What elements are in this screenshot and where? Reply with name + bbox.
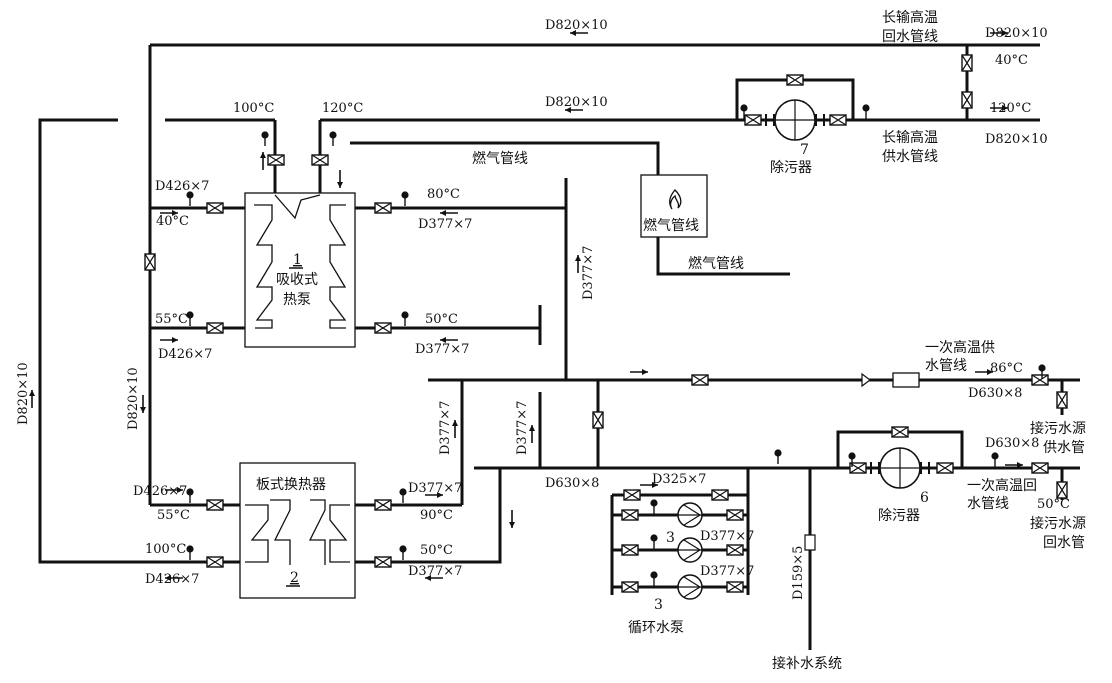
temp-55-hx: 55°C	[157, 508, 190, 523]
gas-line-label-1: 燃气管线	[472, 150, 528, 167]
equipment-numbers: 1 2 3 3 6 7	[290, 142, 929, 613]
decontaminator-7	[765, 99, 825, 141]
temp-120-top: 120°C	[322, 101, 363, 116]
number-1: 1	[293, 252, 302, 268]
label-d820-right-top: D820×10	[985, 26, 1048, 41]
temp-120-right: 120°C	[990, 101, 1031, 116]
label-d820-right-bot: D820×10	[985, 132, 1048, 147]
heat-pump-label-2: 热泵	[283, 292, 311, 308]
sewage-return-label-2: 回水管	[1043, 535, 1085, 551]
number-3a: 3	[666, 530, 675, 546]
label-d426-4: D426×7	[145, 572, 199, 587]
gas-line-label-3: 燃气管线	[688, 255, 744, 272]
temp-40-right: 40°C	[995, 53, 1028, 68]
label-d426-3: D426×7	[133, 484, 187, 499]
temp-55-left: 55°C	[155, 312, 188, 327]
decontaminator-6	[870, 447, 930, 489]
decontaminator-7-label: 除污器	[770, 160, 812, 176]
absorption-heat-pump	[244, 192, 356, 348]
long-return-label-2: 回水管线	[882, 29, 938, 45]
primary-supply-label-1: 一次高温供	[925, 339, 995, 356]
label-d377-3: D377×7	[408, 481, 462, 496]
label-d630-1: D630×8	[545, 476, 599, 491]
sewage-supply-label-1: 接污水源	[1030, 420, 1086, 437]
pump-label: 循环水泵	[628, 620, 684, 636]
primary-return-label-2: 水管线	[967, 496, 1009, 512]
plate-hx-label: 板式换热器	[256, 476, 326, 493]
text-labels: 长输高温 回水管线 长输高温 供水管线 燃气管线 燃气管线 燃气管线 吸收式 热…	[256, 9, 1086, 672]
label-d377-2: D377×7	[415, 342, 469, 357]
long-supply-label-1: 长输高温	[882, 129, 938, 146]
label-d630-2: D630×8	[968, 386, 1022, 401]
label-d377-vert-a: D377×7	[581, 246, 596, 300]
long-return-label-1: 长输高温	[882, 9, 938, 26]
label-d820-top: D820×10	[545, 18, 608, 33]
temp-86: 86°C	[990, 361, 1023, 376]
label-d820-mid: D820×10	[545, 95, 608, 110]
temp-100-hx: 100°C	[145, 542, 186, 557]
temp-50-a: 50°C	[425, 312, 458, 327]
label-d820-inner-vert: D820×10	[126, 367, 141, 430]
label-d377-pump2: D377×7	[700, 564, 754, 579]
plate-heat-exchanger	[239, 462, 356, 599]
label-d426-1: D426×7	[155, 179, 209, 194]
sewage-return-label-1: 接污水源	[1030, 515, 1086, 532]
gas-burner-box	[640, 174, 708, 238]
decontaminator-6-label: 除污器	[878, 508, 920, 524]
number-6: 6	[920, 490, 929, 506]
temp-40-left: 40°C	[156, 214, 189, 229]
label-d325: D325×7	[652, 472, 706, 487]
sewage-supply-label-2: 供水管	[1043, 440, 1085, 456]
gas-line-label-2: 燃气管线	[643, 217, 699, 234]
temp-100-top: 100°C	[233, 101, 274, 116]
temp-50-c: 50°C	[1037, 497, 1070, 512]
header-filter	[804, 372, 920, 551]
label-d820-left-vert: D820×10	[16, 362, 31, 425]
makeup-water-label: 接补水系统	[772, 655, 842, 672]
number-2: 2	[290, 570, 299, 586]
temp-80: 80°C	[427, 187, 460, 202]
temperature-labels: 40°C 120°C 100°C 120°C 40°C 80°C 55°C 50…	[145, 53, 1070, 558]
long-supply-label-2: 供水管线	[882, 149, 938, 165]
label-d377-4: D377×7	[408, 564, 462, 579]
label-d377-vert-b: D377×7	[438, 401, 453, 455]
primary-supply-label-2: 水管线	[925, 358, 967, 374]
pipe-size-labels: D820×10 D820×10 D820×10 D820×10 D820×10 …	[16, 18, 1048, 600]
number-7: 7	[800, 142, 809, 158]
temp-50-b: 50°C	[420, 543, 453, 558]
heat-pump-label-1: 吸收式	[276, 272, 318, 288]
label-d630-3: D630×8	[985, 436, 1039, 451]
number-3b: 3	[654, 597, 663, 613]
label-d159: D159×5	[791, 546, 806, 600]
circulation-pumps	[677, 502, 703, 600]
flame-icon	[668, 189, 682, 210]
label-d377-vert-c: D377×7	[515, 401, 530, 455]
label-d377-1: D377×7	[418, 217, 472, 232]
label-d426-2: D426×7	[158, 347, 212, 362]
label-d377-pump1: D377×7	[700, 529, 754, 544]
temp-90: 90°C	[420, 508, 453, 523]
primary-return-label-1: 一次高温回	[967, 477, 1037, 494]
